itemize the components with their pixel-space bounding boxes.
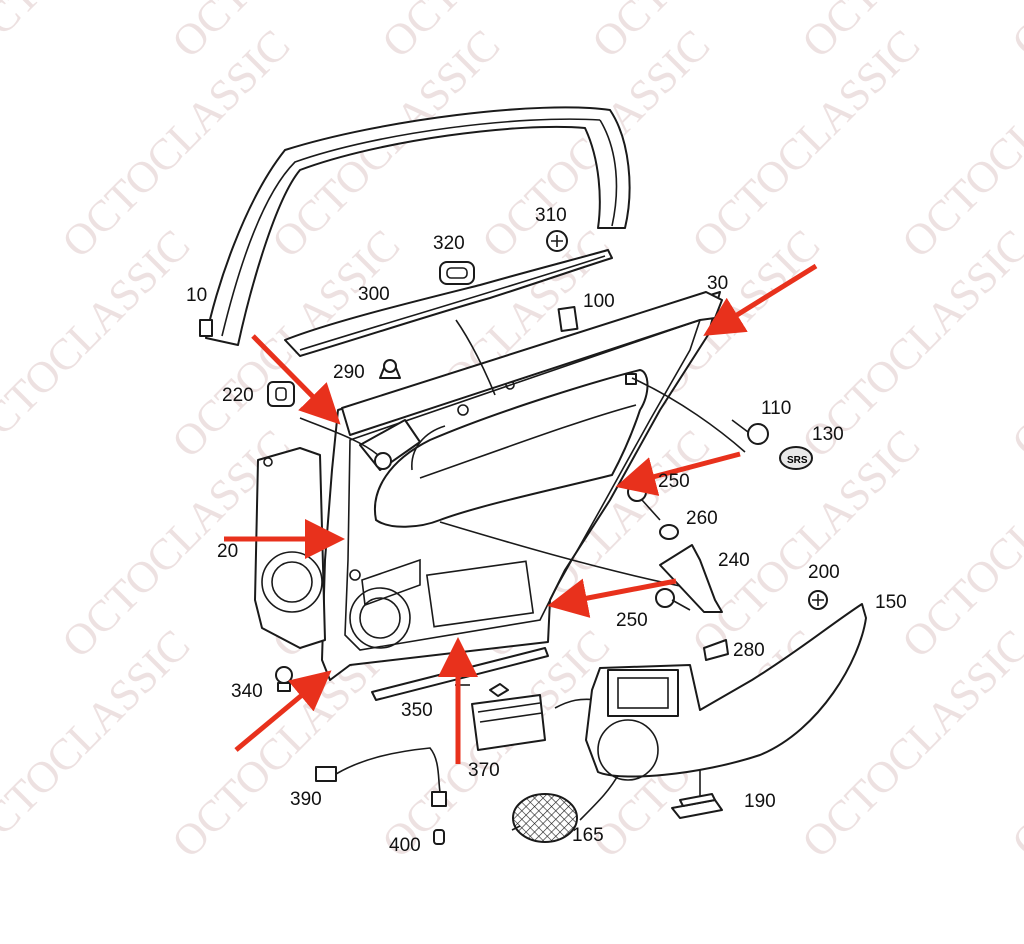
part-labels: 10 300 320 310 30 100 290 220 110 130 25… [186,205,907,856]
label-100: 100 [583,291,615,312]
clip-340 [275,666,293,692]
switch-housing-320 [439,261,475,285]
washer-260 [659,524,679,540]
bracket-240 [659,544,723,613]
upper-trim-strip [284,249,613,357]
label-250-upper: 250 [658,471,690,492]
label-250-lower: 250 [616,610,648,631]
label-260: 260 [686,508,718,529]
label-10: 10 [186,285,207,306]
lower-panel-150 [585,603,867,781]
speaker-grille-165 [511,793,578,843]
srs-text: SRS [787,455,808,466]
connector-400 [431,791,447,845]
label-320: 320 [433,233,465,254]
label-130: 130 [812,424,844,445]
label-110: 110 [761,398,791,419]
screw-cap-310 [546,230,568,252]
speaker-box-370 [471,683,546,751]
label-390: 390 [290,789,322,810]
cable-390 [315,747,441,793]
clip-280 [703,639,729,661]
label-370: 370 [468,760,500,781]
label-310: 310 [535,205,567,226]
label-150: 150 [875,592,907,613]
srs-badge-130: SRS [779,446,813,470]
screw-110 [731,419,769,445]
window-frame-trim [199,106,631,346]
label-165: 165 [572,825,604,846]
handle-190 [671,793,723,819]
label-190: 190 [744,791,776,812]
label-200: 200 [808,562,840,583]
label-220: 220 [222,385,254,406]
door-backing-panel [254,447,326,649]
watermark-text: OCTOCLASSIC [1002,0,1024,67]
label-300: 300 [358,284,390,305]
label-20: 20 [217,541,238,562]
label-290: 290 [333,362,365,383]
clip-290 [379,359,401,379]
lock-knob-220 [267,381,295,407]
screw-cap-200 [808,590,828,610]
screw-250-lower [655,588,691,611]
watermark-text: OCTOCLASSIC [682,20,929,267]
label-30: 30 [707,273,728,294]
label-400: 400 [389,835,421,856]
label-340: 340 [231,681,263,702]
label-240: 240 [718,550,750,571]
label-350: 350 [401,700,433,721]
label-280: 280 [733,640,765,661]
red-arrows [224,263,818,764]
clip-100 [557,305,579,333]
